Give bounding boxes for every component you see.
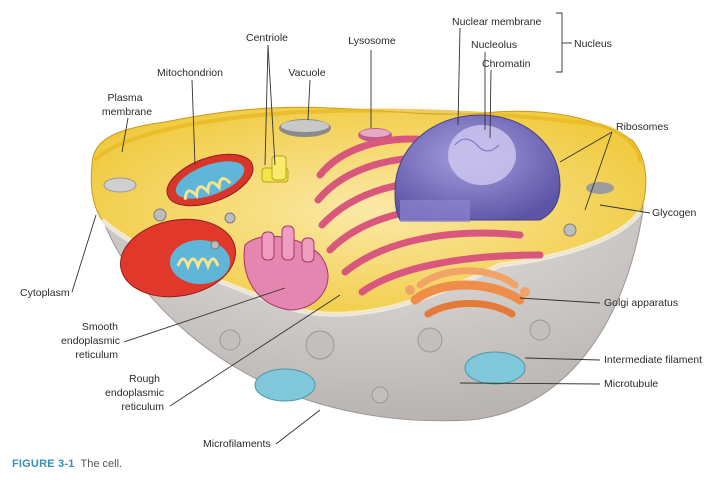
label-smooth-er-3: reticulum bbox=[75, 349, 118, 361]
mitochondrion-top bbox=[166, 153, 254, 207]
interior-features bbox=[219, 319, 551, 404]
golgi-apparatus bbox=[405, 267, 530, 318]
label-nucleus: Nucleus bbox=[574, 38, 612, 50]
label-golgi: Golgi apparatus bbox=[604, 297, 678, 309]
label-centriole: Centriole bbox=[246, 32, 288, 44]
label-intermediate-filament: Intermediate filament bbox=[604, 354, 702, 366]
label-mitochondrion: Mitochondrion bbox=[157, 67, 223, 79]
label-nucleolus: Nucleolus bbox=[471, 39, 517, 51]
label-smooth-er-1: Smooth bbox=[82, 321, 118, 333]
vacuole bbox=[279, 119, 331, 137]
label-rough-er-1: Rough bbox=[129, 373, 160, 385]
figure-caption: FIGURE 3-1 The cell. bbox=[12, 458, 122, 470]
figure-caption-text: The cell. bbox=[80, 458, 123, 470]
figure-number: FIGURE 3-1 bbox=[12, 458, 75, 470]
labels: Centriole Lysosome Nuclear membrane Nucl… bbox=[20, 16, 702, 450]
label-rough-er-2: endoplasmic bbox=[105, 387, 164, 399]
label-ribosomes: Ribosomes bbox=[616, 121, 669, 133]
label-plasma-membrane-1: Plasma bbox=[107, 92, 142, 104]
label-nuclear-membrane: Nuclear membrane bbox=[452, 16, 541, 28]
centriole bbox=[261, 155, 289, 183]
label-microfilaments: Microfilaments bbox=[203, 438, 271, 450]
label-cytoplasm: Cytoplasm bbox=[20, 287, 70, 299]
label-rough-er-3: reticulum bbox=[121, 401, 164, 413]
label-lysosome: Lysosome bbox=[348, 35, 396, 47]
label-smooth-er-2: endoplasmic bbox=[61, 335, 120, 347]
nucleus bbox=[394, 114, 561, 222]
label-chromatin: Chromatin bbox=[482, 58, 531, 70]
label-glycogen: Glycogen bbox=[652, 207, 697, 219]
label-vacuole: Vacuole bbox=[288, 67, 325, 79]
label-plasma-membrane-2: membrane bbox=[102, 106, 152, 118]
label-microtubule: Microtubule bbox=[604, 378, 658, 390]
mitochondrion-lower bbox=[120, 218, 236, 298]
plasma-membrane bbox=[93, 108, 642, 163]
leader-lines bbox=[71, 12, 651, 445]
vesicles bbox=[103, 177, 614, 250]
smooth-er bbox=[243, 225, 329, 311]
